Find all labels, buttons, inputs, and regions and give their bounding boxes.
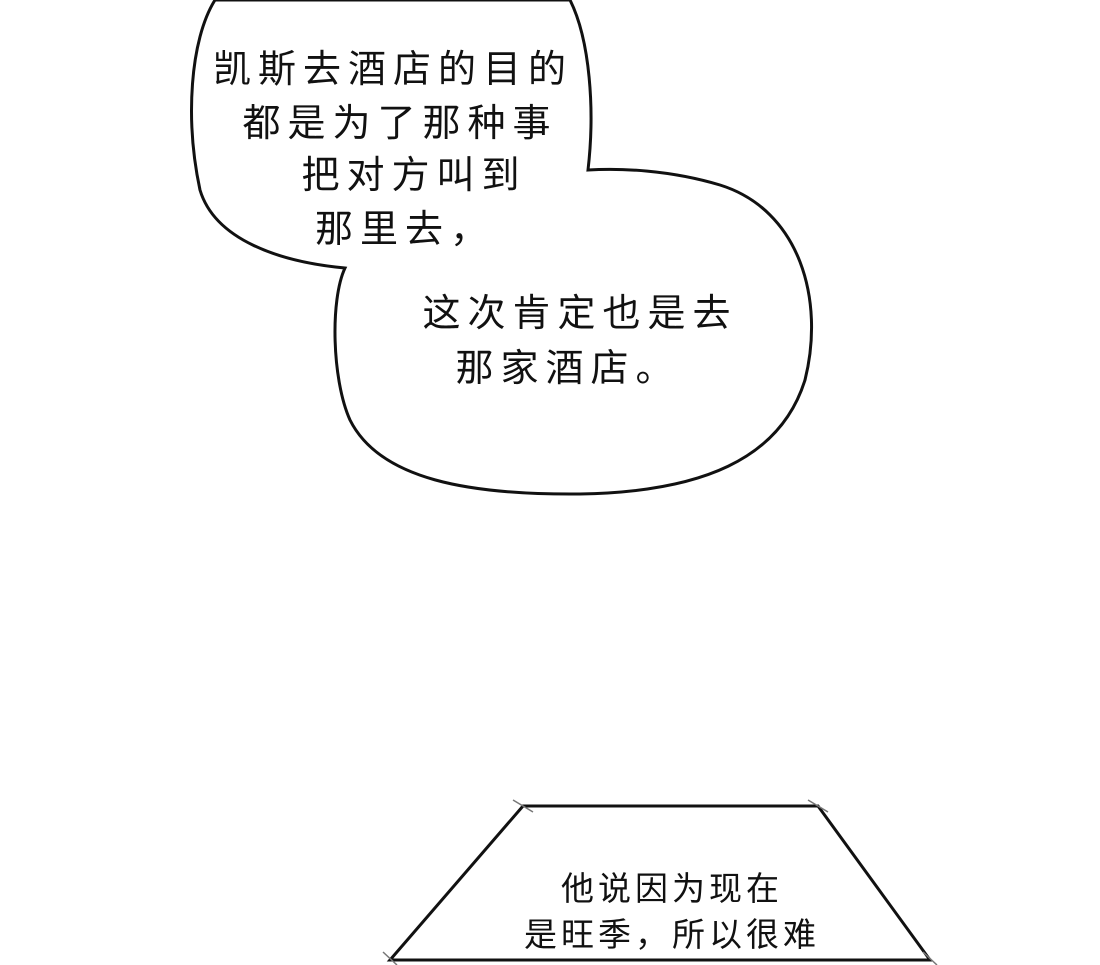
rounded-speech-bubble bbox=[190, 0, 814, 496]
bubble-text-line: 这次肯定也是去 bbox=[422, 291, 738, 335]
bubble-text-line: 把对方叫到 bbox=[301, 153, 527, 197]
corner-marks bbox=[382, 799, 938, 965]
bubble-text-line: 那里去， bbox=[314, 207, 496, 251]
caption-text-line: 是旺季，所以很难 bbox=[524, 915, 820, 954]
bubble-text-line: 那家酒店。 bbox=[455, 346, 681, 390]
caption-text-line: 他说因为现在 bbox=[561, 869, 783, 908]
bubble-text-line: 凯斯去酒店的目的 bbox=[212, 47, 574, 91]
bubble-text-line: 都是为了那种事 bbox=[242, 101, 558, 145]
hexagon-caption-box bbox=[386, 804, 933, 962]
